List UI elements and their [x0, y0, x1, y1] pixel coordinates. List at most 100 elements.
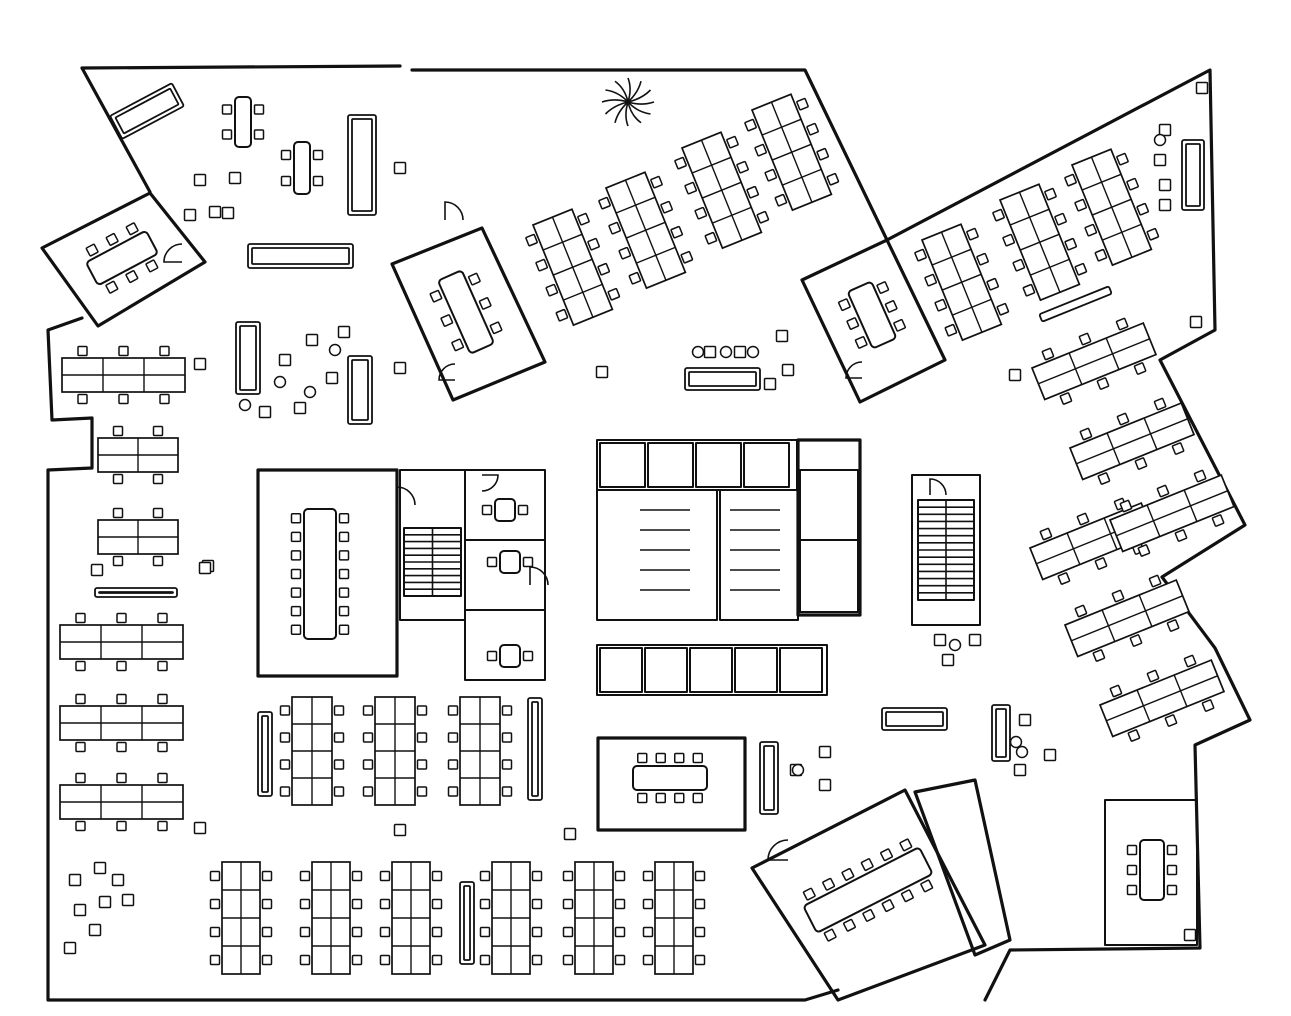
- chair: [351, 954, 363, 966]
- table-top: [303, 508, 337, 640]
- chair: [293, 401, 307, 415]
- chair: [719, 345, 733, 359]
- chair: [976, 252, 989, 266]
- chair: [996, 302, 1010, 316]
- chair: [628, 271, 642, 285]
- chair: [221, 129, 233, 140]
- chair: [416, 786, 428, 797]
- desk-divider: [1116, 490, 1228, 537]
- chair: [986, 277, 1000, 291]
- chair: [1195, 81, 1209, 95]
- chair: [333, 759, 345, 770]
- sofa: [94, 587, 178, 598]
- chair: [1174, 529, 1188, 542]
- chair: [183, 208, 197, 222]
- chair: [379, 926, 391, 938]
- desk-divider: [771, 143, 812, 161]
- sofa: [684, 367, 761, 391]
- chair: [642, 954, 654, 966]
- chair: [531, 870, 543, 882]
- chair: [481, 504, 493, 516]
- chair: [1126, 844, 1138, 856]
- chair: [68, 873, 82, 887]
- chair: [1002, 233, 1015, 247]
- chair: [193, 821, 207, 835]
- small-offices-se: [913, 778, 1012, 957]
- chair: [694, 898, 706, 910]
- chair: [1115, 317, 1129, 331]
- chair: [900, 889, 914, 903]
- chair: [674, 752, 685, 764]
- desk-divider: [1076, 418, 1188, 465]
- chair: [1039, 527, 1053, 541]
- chair: [447, 705, 459, 716]
- chair: [501, 759, 513, 770]
- meeting-room-south: [596, 736, 747, 832]
- desk-divider: [782, 168, 822, 186]
- chair: [692, 792, 703, 804]
- chair: [562, 870, 574, 882]
- chair: [351, 870, 363, 882]
- meeting-room-nw: [40, 191, 207, 328]
- chair: [822, 877, 836, 891]
- chair: [221, 104, 233, 115]
- conference-table: [632, 752, 708, 804]
- chair: [1153, 397, 1167, 411]
- chair: [118, 345, 129, 357]
- chair: [1079, 427, 1093, 441]
- chair: [338, 550, 350, 561]
- door-swing: [767, 839, 789, 861]
- planter-tree: [601, 77, 655, 127]
- chair: [261, 870, 273, 882]
- chair: [77, 393, 88, 405]
- chair: [73, 903, 87, 917]
- sofa-seat: [351, 118, 373, 212]
- chair: [1189, 315, 1203, 329]
- sofa-seat: [98, 591, 174, 594]
- chair: [362, 759, 374, 770]
- chair: [253, 129, 265, 140]
- chair: [328, 343, 342, 357]
- chair: [362, 732, 374, 743]
- chair: [379, 898, 391, 910]
- chair: [1084, 223, 1098, 237]
- desk-clusters-layer: [59, 93, 1236, 975]
- chair: [838, 298, 851, 312]
- chair: [899, 838, 913, 852]
- chair: [781, 363, 795, 377]
- table-top: [1139, 839, 1165, 901]
- tree-branch: [627, 101, 655, 105]
- desk-divider: [563, 283, 603, 301]
- chair: [261, 926, 273, 938]
- desk-pod: [914, 223, 1010, 342]
- chair: [1109, 684, 1123, 698]
- chair: [273, 375, 287, 389]
- desk-pod: [97, 425, 179, 485]
- chair: [733, 345, 747, 359]
- chair: [775, 329, 789, 343]
- desk-pod: [447, 696, 513, 806]
- chair: [1059, 392, 1073, 405]
- chair: [1074, 198, 1087, 212]
- desk-divider: [1102, 223, 1142, 241]
- chair: [299, 954, 311, 966]
- chair: [125, 270, 139, 284]
- chair: [854, 336, 868, 349]
- chair: [93, 861, 107, 875]
- sofa: [1038, 285, 1113, 323]
- chair: [479, 898, 491, 910]
- desk-divider: [1071, 595, 1183, 642]
- chair: [846, 317, 860, 330]
- door-swing: [163, 243, 183, 263]
- chair: [447, 786, 459, 797]
- chair: [1166, 884, 1178, 896]
- chair: [1153, 153, 1167, 167]
- chair: [290, 605, 302, 617]
- chair: [531, 898, 543, 910]
- chair: [77, 345, 88, 357]
- chair: [655, 752, 666, 764]
- chair: [429, 289, 443, 303]
- sofa: [1181, 139, 1205, 211]
- desk-divider: [1030, 258, 1070, 276]
- chair: [362, 705, 374, 716]
